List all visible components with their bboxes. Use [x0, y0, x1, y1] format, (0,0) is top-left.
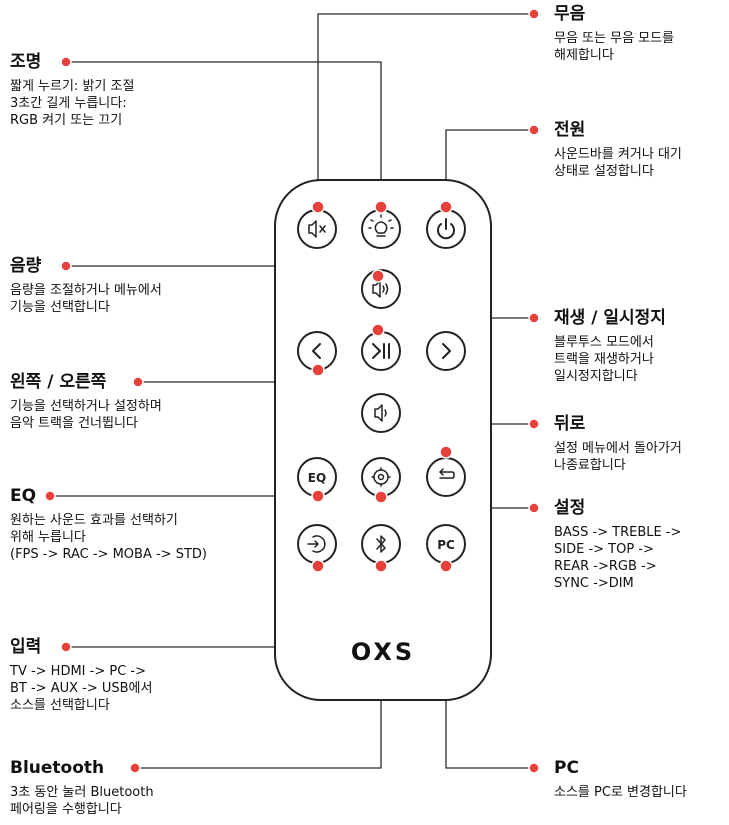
- leader-mute: [317, 13, 534, 207]
- dot-input-label: [60, 641, 72, 653]
- callout-power: 전원 사운드바를 켜거나 대기 상태로 설정합니다: [554, 120, 682, 180]
- settings-icon: [371, 467, 391, 487]
- callout-play: 재생 / 일시정지 블루투스 모드에서 트랙을 재생하거나 일시정지합니다: [554, 308, 666, 385]
- pc-button-label: PC: [437, 538, 455, 552]
- callout-back: 뒤로 설정 메뉴에서 돌아가거 나종료합니다: [554, 414, 682, 474]
- dot-settings-label: [528, 502, 540, 514]
- marker-dots: [44, 8, 540, 774]
- callout-bluetooth-desc: 3초 동안 눌러 Bluetooth 페어링을 수행합니다: [10, 785, 154, 817]
- next-button[interactable]: [426, 331, 466, 371]
- volume-down-icon: [374, 404, 387, 422]
- callout-settings-title: 설정: [554, 498, 586, 518]
- callout-settings: 설정 BASS -> TREBLE -> SIDE -> TOP -> REAR…: [554, 498, 681, 592]
- callout-mute-title: 무음: [554, 4, 586, 24]
- callout-eq-desc: 원하는 사운드 효과를 선택하기 위해 누릅니다 (FPS -> RAC -> …: [10, 513, 207, 562]
- dot-light-button: [374, 200, 388, 214]
- leader-light: [66, 61, 382, 207]
- callout-volume-desc: 음량을 조절하거나 메뉴에서 기능을 선택합니다: [10, 283, 162, 315]
- play-pause-icon: [372, 343, 390, 359]
- callout-bluetooth: Bluetooth 3초 동안 눌러 Bluetooth 페어링을 수행합니다: [10, 758, 154, 818]
- callout-eq: EQ 원하는 사운드 효과를 선택하기 위해 누릅니다 (FPS -> RAC …: [10, 486, 207, 563]
- dot-back-label: [528, 418, 540, 430]
- dot-leftright-label: [132, 376, 144, 388]
- dot-power-button: [439, 200, 453, 214]
- callout-input: 입력 TV -> HDMI -> PC -> BT -> AUX -> USB에…: [10, 637, 152, 714]
- dot-volume-label: [60, 260, 72, 272]
- dot-bluetooth-button: [374, 559, 388, 573]
- callout-bluetooth-title: Bluetooth: [10, 758, 105, 778]
- callout-eq-title: EQ: [10, 486, 37, 506]
- callout-leftright: 왼쪽 / 오른쪽 기능을 선택하거나 설정하며 음악 트랙을 건너뜁니다: [10, 372, 162, 432]
- callout-volume: 음량 음량을 조절하거나 메뉴에서 기능을 선택합니다: [10, 256, 162, 316]
- dot-mute-button: [311, 200, 325, 214]
- eq-button-label: EQ: [308, 471, 326, 485]
- callout-light: 조명 짧게 누르기: 밝기 조절 3초간 길게 누릅니다: RGB 켜기 또는 …: [10, 52, 134, 129]
- callout-play-title: 재생 / 일시정지: [554, 308, 666, 328]
- callout-light-title: 조명: [10, 52, 42, 72]
- callout-pc-desc: 소스를 PC로 변경합니다: [554, 785, 687, 800]
- dot-leftright-button: [311, 363, 325, 377]
- callout-input-desc: TV -> HDMI -> PC -> BT -> AUX -> USB에서 소…: [10, 664, 153, 713]
- callout-power-desc: 사운드바를 켜거나 대기 상태로 설정합니다: [554, 147, 682, 179]
- callout-volume-title: 음량: [10, 256, 42, 276]
- callout-leftright-desc: 기능을 선택하거나 설정하며 음악 트랙을 건너뜁니다: [10, 399, 162, 431]
- callout-back-title: 뒤로: [554, 414, 586, 434]
- power-icon: [437, 218, 455, 240]
- remote-body: [274, 179, 492, 701]
- input-icon: [307, 535, 326, 553]
- callout-play-desc: 블루투스 모드에서 트랙을 재생하거나 일시정지합니다: [554, 335, 654, 384]
- dot-pc-button: [439, 559, 453, 573]
- chevron-left-icon: [312, 343, 321, 359]
- dot-bluetooth-label: [129, 762, 141, 774]
- back-icon: [439, 468, 455, 479]
- dot-input-button: [311, 559, 325, 573]
- callout-pc: PC 소스를 PC로 변경합니다: [554, 758, 687, 801]
- callout-settings-desc: BASS -> TREBLE -> SIDE -> TOP -> REAR ->…: [554, 525, 682, 591]
- dot-light-label: [60, 56, 72, 68]
- volume-down-button[interactable]: [361, 393, 401, 433]
- dot-pc-label: [528, 762, 540, 774]
- callout-light-desc: 짧게 누르기: 밝기 조절 3초간 길게 누릅니다: RGB 켜기 또는 끄기: [10, 79, 135, 128]
- back-button[interactable]: [426, 457, 466, 497]
- brand-logo: OXS: [351, 638, 415, 666]
- dot-volume-button: [371, 269, 385, 283]
- mute-icon: [308, 220, 326, 238]
- dot-back-button: [439, 445, 453, 459]
- callout-power-title: 전원: [554, 120, 586, 140]
- bluetooth-icon: [376, 535, 386, 553]
- callout-mute: 무음 무음 또는 무음 모드를 해제합니다: [554, 4, 674, 64]
- dot-eq-label: [44, 490, 56, 502]
- callout-input-title: 입력: [10, 637, 42, 657]
- light-bulb-icon: [368, 214, 394, 237]
- volume-up-icon: [372, 280, 389, 298]
- dot-mute-label: [528, 8, 540, 20]
- dot-eq-button: [311, 489, 325, 503]
- dot-settings-button: [374, 490, 388, 504]
- mute-button[interactable]: [297, 209, 337, 249]
- callout-pc-title: PC: [554, 758, 579, 778]
- callout-back-desc: 설정 메뉴에서 돌아가거 나종료합니다: [554, 441, 682, 473]
- dot-power-label: [528, 124, 540, 136]
- dot-play-label: [528, 312, 540, 324]
- chevron-right-icon: [442, 343, 451, 359]
- callout-mute-desc: 무음 또는 무음 모드를 해제합니다: [554, 31, 675, 63]
- dot-play-button: [371, 323, 385, 337]
- callout-leftright-title: 왼쪽 / 오른쪽: [10, 372, 107, 392]
